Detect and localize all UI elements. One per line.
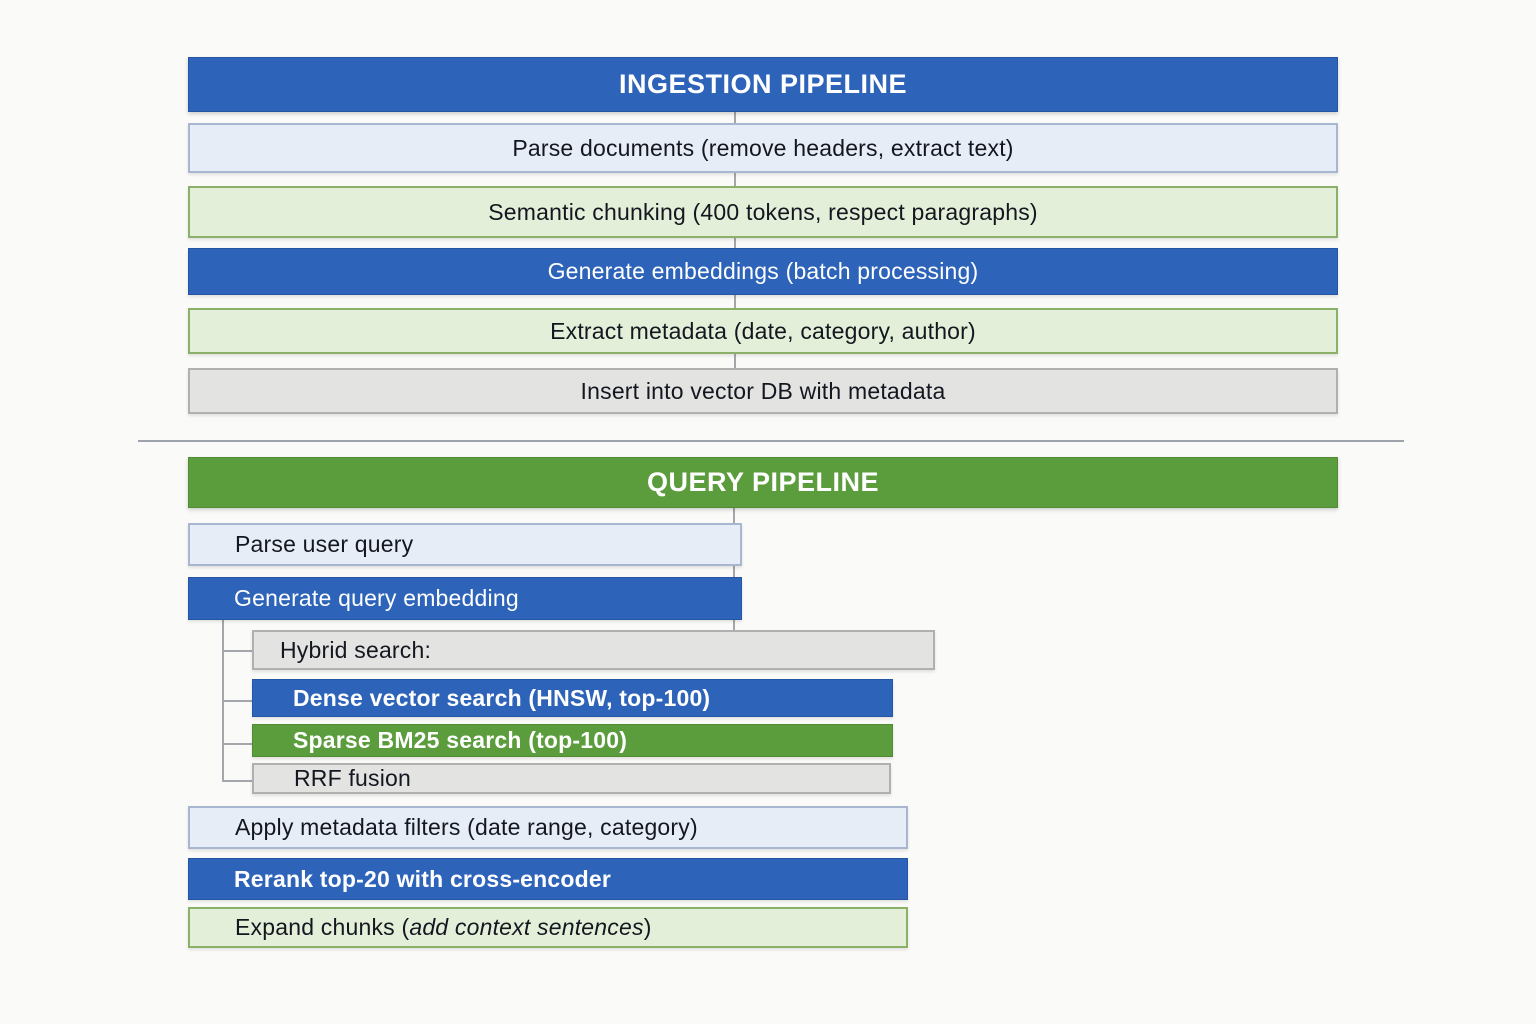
query-step-apply-metadata-filters: Apply metadata filters (date range, cate…: [188, 806, 908, 849]
query-step-parse-user-query: Parse user query: [188, 523, 742, 566]
ingestion-pipeline-header: INGESTION PIPELINE: [188, 57, 1338, 112]
query-step-expand-chunks: Expand chunks (add context sentences): [188, 907, 908, 948]
ingestion-step-insert-vector-db: Insert into vector DB with metadata: [188, 368, 1338, 414]
expand-chunks-italic-note: add context sentences: [409, 914, 644, 940]
query-pipeline-header: QUERY PIPELINE: [188, 457, 1338, 508]
ingestion-step-generate-embeddings: Generate embeddings (batch processing): [188, 248, 1338, 295]
query-step-hybrid-search: Hybrid search:: [252, 630, 935, 670]
query-step-dense-vector-search: Dense vector search (HNSW, top-100): [252, 679, 893, 717]
expand-chunks-suffix: ): [643, 914, 652, 940]
query-step-generate-query-embedding: Generate query embedding: [188, 577, 742, 620]
query-step-rerank-cross-encoder: Rerank top-20 with cross-encoder: [188, 858, 908, 900]
hybrid-branch-stub-1: [222, 650, 252, 652]
hybrid-branch-stub-4: [222, 780, 252, 782]
ingestion-step-extract-metadata: Extract metadata (date, category, author…: [188, 308, 1338, 354]
query-step-rrf-fusion: RRF fusion: [252, 763, 891, 794]
ingestion-connector-line: [734, 110, 736, 372]
ingestion-step-parse-documents: Parse documents (remove headers, extract…: [188, 123, 1338, 173]
hybrid-branch-stub-3: [222, 743, 252, 745]
query-step-sparse-bm25-search: Sparse BM25 search (top-100): [252, 724, 893, 757]
section-divider: [138, 440, 1404, 442]
query-connector-line: [733, 508, 735, 632]
expand-chunks-prefix: Expand chunks (: [235, 914, 410, 940]
hybrid-branch-stub-2: [222, 700, 252, 702]
ingestion-step-semantic-chunking: Semantic chunking (400 tokens, respect p…: [188, 186, 1338, 238]
